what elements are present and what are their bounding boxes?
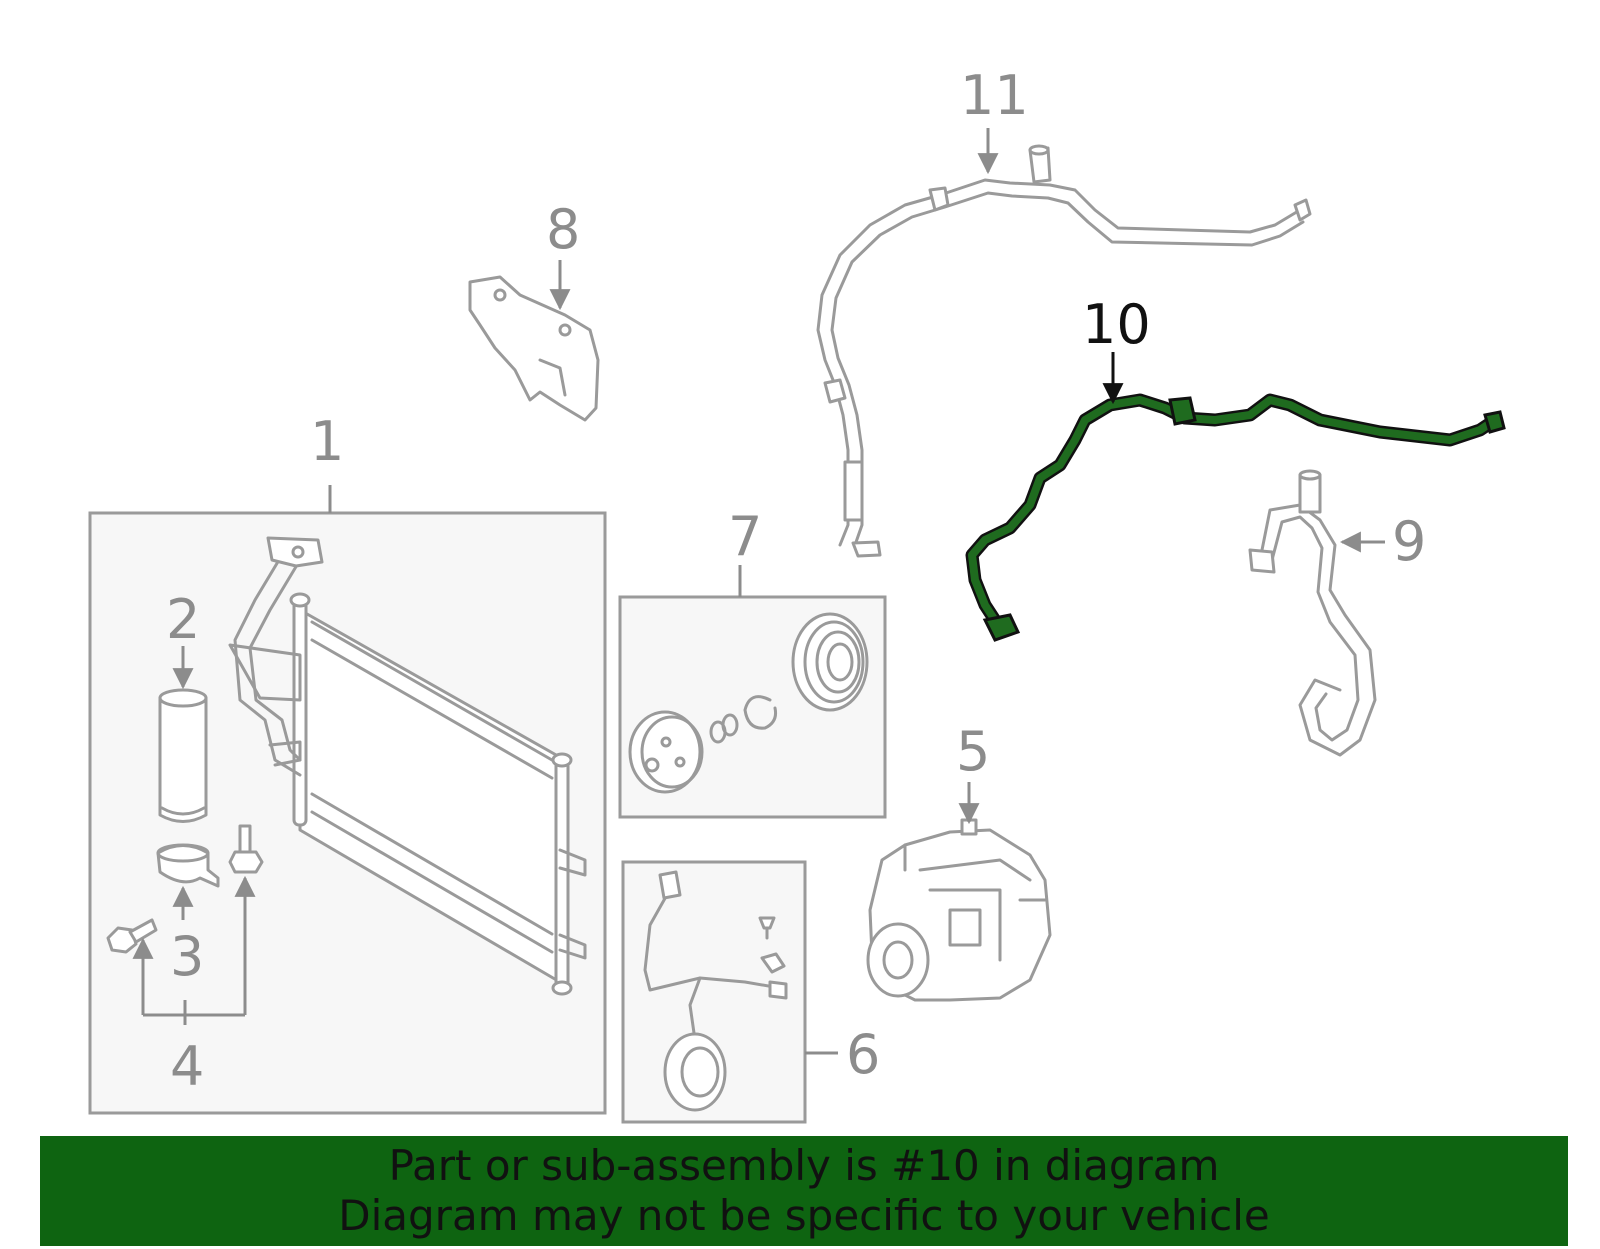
condenser-group — [88, 485, 607, 1115]
callout-11: 11 — [960, 64, 1029, 127]
banner-line-2: Diagram may not be specific to your vehi… — [338, 1191, 1270, 1240]
hose-11 — [816, 144, 1312, 558]
callout-3: 3 — [170, 925, 204, 988]
callout-9: 9 — [1392, 510, 1426, 573]
bolt-right — [228, 824, 264, 874]
hose-10-highlighted — [965, 393, 1506, 642]
callout-7: 7 — [728, 505, 762, 568]
coil-group — [621, 860, 838, 1124]
callout-4: 4 — [170, 1035, 204, 1098]
callout-6: 6 — [846, 1023, 880, 1086]
pulley — [791, 612, 869, 712]
hose-9 — [1248, 469, 1377, 757]
compressor — [866, 818, 1052, 1002]
condenser-pipe — [228, 536, 324, 777]
snap-ring — [743, 695, 777, 730]
info-banner: Part or sub-assembly is #10 in diagram D… — [40, 1136, 1568, 1246]
coil — [663, 1032, 727, 1112]
clutch-group — [618, 565, 887, 819]
condenser-core — [289, 592, 587, 996]
shims — [709, 713, 739, 744]
receiver-drier — [158, 688, 208, 823]
bracket-8 — [468, 275, 600, 422]
callout-8: 8 — [546, 198, 580, 261]
clutch-plate — [628, 710, 704, 794]
coil-screw — [758, 916, 786, 974]
drier-bracket — [156, 843, 220, 888]
banner-line-1: Part or sub-assembly is #10 in diagram — [388, 1141, 1220, 1190]
callout-10: 10 — [1082, 293, 1151, 356]
coil-wire — [643, 870, 788, 1042]
callout-5: 5 — [956, 720, 990, 783]
callout-2: 2 — [166, 588, 200, 651]
callout-1: 1 — [310, 410, 344, 473]
